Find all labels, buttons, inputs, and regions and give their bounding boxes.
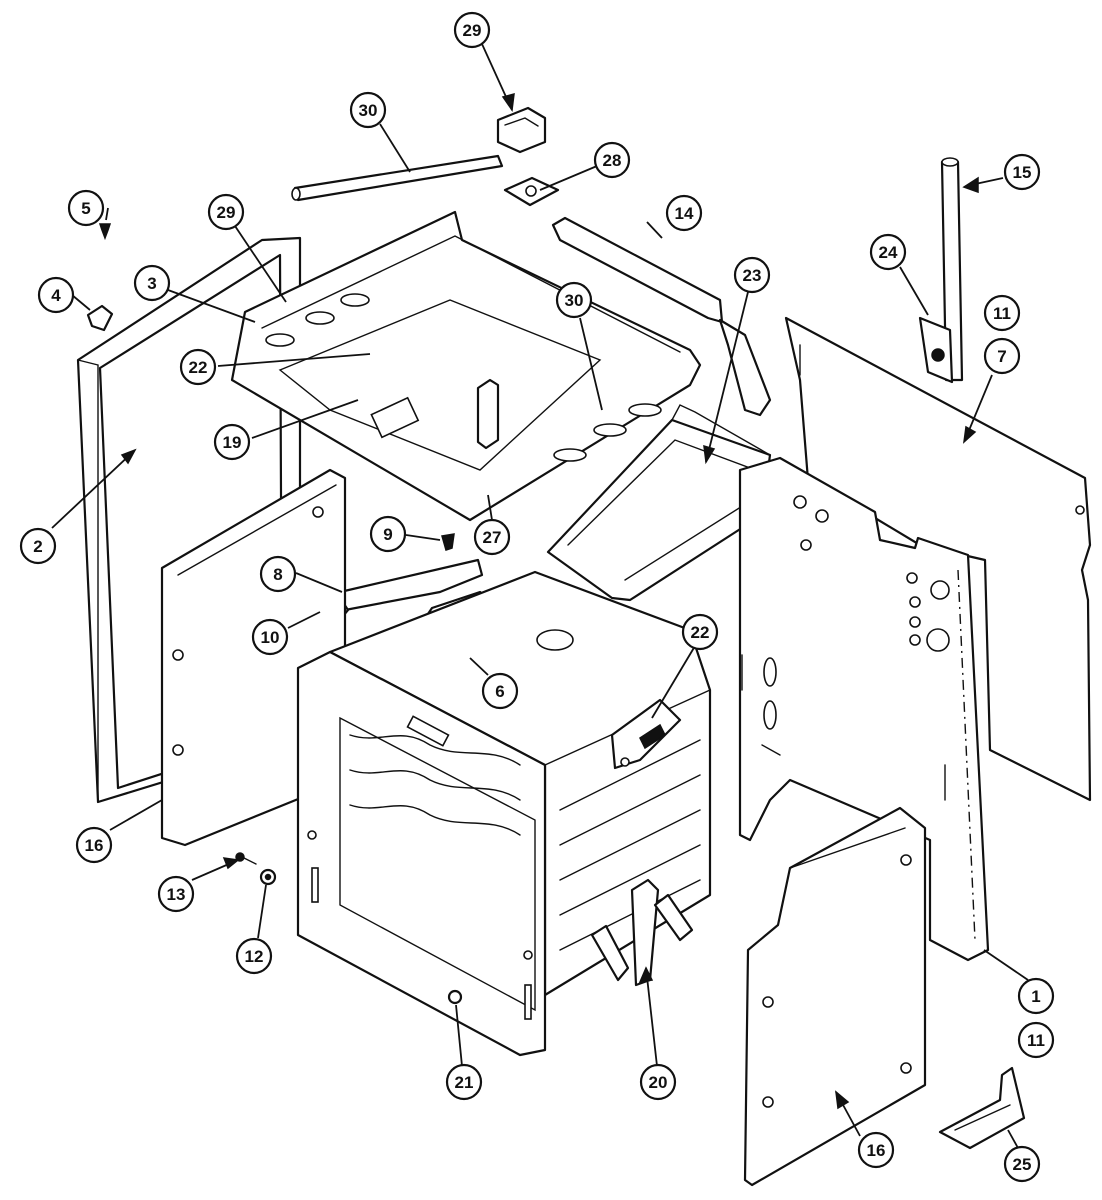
callout-1: 1 — [1017, 977, 1055, 1015]
callout-30: 3030 — [555, 281, 593, 319]
svg-text:25: 25 — [1013, 1155, 1032, 1174]
callout-22: 2422 — [681, 613, 719, 651]
svg-text:29: 29 — [463, 21, 482, 40]
part-oven-cavity — [296, 570, 712, 1057]
svg-text:21: 21 — [455, 1073, 474, 1092]
part-plate-27 — [503, 176, 560, 207]
callout-7: 7 — [983, 337, 1021, 375]
callout-3: 3 — [133, 264, 171, 302]
svg-text:3: 3 — [147, 274, 156, 293]
svg-text:9: 9 — [383, 525, 392, 544]
svg-text:11: 11 — [1027, 1031, 1045, 1050]
svg-text:16: 16 — [85, 836, 104, 855]
svg-text:10: 10 — [261, 628, 280, 647]
part-screw-5 — [98, 223, 112, 241]
callout-20: 22 — [179, 348, 217, 386]
part-screw-9 — [441, 533, 455, 551]
part-hinge-18 — [590, 878, 694, 987]
callout-12: 12 — [235, 937, 273, 975]
svg-text:16: 16 — [867, 1141, 886, 1160]
callout-2: 2 — [19, 527, 57, 565]
callout-4: 4 — [37, 276, 75, 314]
svg-text:23: 23 — [743, 266, 762, 285]
part-cap-26 — [496, 106, 547, 154]
part-right-lower-panel — [743, 806, 927, 1187]
callout-15: 15 — [1003, 153, 1041, 191]
svg-text:4: 4 — [51, 286, 61, 305]
callout-24: 25 — [1003, 1145, 1041, 1183]
part-latch-plate-22 — [610, 698, 682, 770]
callout-8: 8 — [259, 555, 297, 593]
svg-text:27: 27 — [483, 528, 502, 547]
part-rod-28 — [291, 154, 504, 202]
svg-text:5: 5 — [81, 199, 90, 218]
part-rod-15 — [940, 157, 964, 382]
svg-text:30: 30 — [565, 291, 584, 310]
svg-text:22: 22 — [189, 358, 208, 377]
callout-25: 27 — [473, 518, 511, 556]
svg-text:24: 24 — [879, 243, 898, 262]
svg-text:8: 8 — [273, 565, 282, 584]
svg-text:14: 14 — [675, 204, 694, 223]
part-rear-trim — [551, 216, 772, 417]
part-bracket-24 — [938, 1066, 1026, 1150]
svg-text:29: 29 — [217, 203, 236, 222]
svg-text:30: 30 — [359, 101, 378, 120]
svg-text:22: 22 — [691, 623, 710, 642]
callouts: 29 30 2928 14 15 24 11 7 3029 5 4 3 22 1… — [19, 11, 1055, 1183]
svg-text:12: 12 — [245, 947, 264, 966]
callout-23: 24 — [869, 233, 907, 271]
part-bolt-13 — [235, 852, 257, 865]
callout-5: 5 — [67, 189, 105, 227]
callout-17: 19 — [213, 423, 251, 461]
svg-text:6: 6 — [495, 682, 504, 701]
callout-29: 3029 — [207, 193, 245, 231]
callout-9: 9 — [369, 515, 407, 553]
part-bracket-23 — [918, 316, 954, 384]
svg-text:1: 1 — [1031, 987, 1040, 1006]
svg-text:19: 19 — [223, 433, 242, 452]
callout-26: 29 — [453, 11, 491, 49]
svg-text:11: 11 — [993, 304, 1011, 323]
callout-6: 6 — [481, 672, 519, 710]
part-screw-19 — [447, 989, 463, 1005]
callout-14: 14 — [665, 194, 703, 232]
svg-text:15: 15 — [1013, 163, 1032, 182]
callout-18: 20 — [639, 1063, 677, 1101]
part-nut-12 — [259, 868, 277, 886]
part-clip-4 — [86, 304, 114, 332]
svg-text:7: 7 — [997, 347, 1006, 366]
callout-13: 13 — [157, 875, 195, 913]
callout-11-top: 11 — [983, 294, 1021, 332]
svg-text:2: 2 — [33, 537, 42, 556]
svg-text:28: 28 — [603, 151, 622, 170]
svg-text:20: 20 — [649, 1073, 668, 1092]
callout-27: 2928 — [593, 141, 631, 179]
callout-28: 30 — [349, 91, 387, 129]
callout-21: 23 — [733, 256, 771, 294]
callout-11-bottom: 11 — [1017, 1021, 1055, 1059]
callout-16-left: 16 — [75, 826, 113, 864]
callout-19: 21 — [445, 1063, 483, 1101]
part-burner-box — [230, 210, 702, 522]
callout-10: 10 — [251, 618, 289, 656]
callout-16-right: 16 — [857, 1131, 895, 1169]
svg-text:13: 13 — [167, 885, 186, 904]
leader-lines — [51, 43, 1029, 1149]
